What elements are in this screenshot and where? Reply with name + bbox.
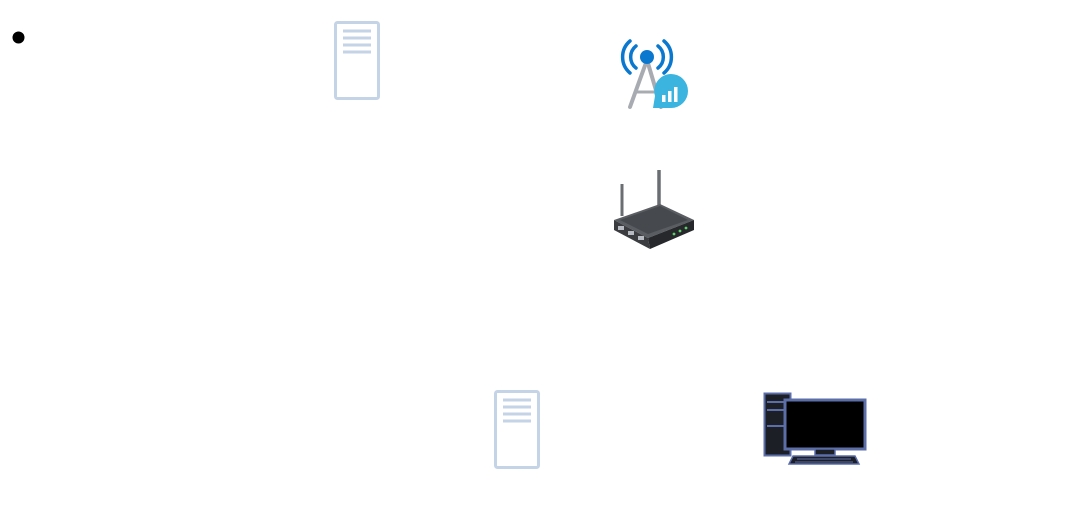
cell-tower-signal-icon — [617, 38, 691, 110]
bullet-dot-icon — [12, 31, 25, 44]
server-icon — [334, 21, 380, 100]
server-icon — [494, 390, 540, 469]
wireless-router-icon — [610, 168, 698, 252]
desktop-computer-icon — [763, 392, 867, 466]
